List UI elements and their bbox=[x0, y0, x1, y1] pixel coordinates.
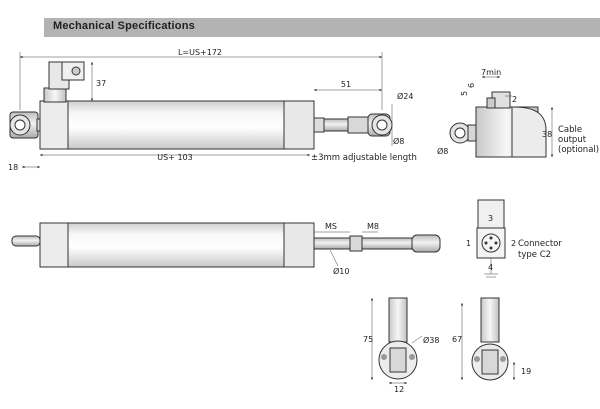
dim-connector-height: 37 bbox=[96, 79, 106, 88]
dim-6: 6 bbox=[467, 83, 476, 88]
connector-label-1: Connector bbox=[518, 239, 562, 249]
section-header: Mechanical Specifications bbox=[44, 18, 600, 37]
thread-m8: M8 bbox=[367, 222, 379, 231]
dim-eye-diameter: Ø8 bbox=[393, 136, 404, 146]
right-rod-eye bbox=[367, 113, 393, 137]
end-view-a: 75 Ø38 12 bbox=[363, 297, 439, 394]
rod bbox=[323, 118, 351, 132]
pin-3: 3 bbox=[488, 214, 493, 223]
side-eye-diameter: Ø8 bbox=[437, 146, 448, 156]
bottom-housing bbox=[39, 222, 315, 268]
cable-note-1: Cable bbox=[558, 125, 582, 135]
dim-38: 38 bbox=[542, 130, 552, 139]
cable-note-2: output bbox=[558, 135, 587, 145]
rod-diameter: Ø10 bbox=[333, 266, 349, 276]
dim-rod-end-diameter: Ø24 bbox=[397, 91, 413, 101]
bottom-rod bbox=[313, 237, 353, 250]
end-cap-left bbox=[39, 100, 69, 150]
pin-2: 2 bbox=[511, 239, 516, 248]
top-connector bbox=[43, 61, 85, 103]
connector-label-2: type C2 bbox=[518, 250, 551, 260]
end-b-width: 19 bbox=[521, 367, 531, 376]
dim-2: 2 bbox=[512, 95, 517, 104]
end-a-width: 12 bbox=[394, 385, 404, 394]
dim-5: 5 bbox=[460, 91, 469, 96]
dim-body-length: US+ 103 bbox=[157, 153, 192, 162]
sensor-housing bbox=[39, 100, 315, 150]
pin-1: 1 bbox=[466, 239, 471, 248]
pin-4: 4 bbox=[488, 263, 493, 272]
dim-7min: 7min bbox=[481, 68, 501, 77]
end-a-height: 75 bbox=[363, 335, 373, 344]
end-b-height: 67 bbox=[452, 335, 462, 344]
connector-c2: 3 1 2 4 Connector type C2 bbox=[466, 199, 562, 278]
dim-overall-length: L=US+172 bbox=[178, 48, 222, 57]
dim-adjustable: ±3mm adjustable length bbox=[311, 153, 417, 163]
end-view-b: 67 19 bbox=[452, 297, 531, 381]
end-cap-right bbox=[283, 100, 315, 150]
cable-note-3: (optional) bbox=[558, 145, 599, 155]
dim-left-offset: 18 bbox=[8, 163, 18, 172]
top-view: L=US+172 37 51 Ø24 Ø8 US+ 103 ±3mm adjus… bbox=[8, 48, 417, 172]
section-title: Mechanical Specifications bbox=[53, 20, 195, 32]
bottom-view: MS M8 Ø10 bbox=[11, 222, 441, 276]
dim-rod-end-length: 51 bbox=[341, 80, 351, 89]
end-a-diameter: Ø38 bbox=[423, 335, 439, 345]
side-view: 7min 5 6 2 38 Cable output (optional) Ø8 bbox=[437, 68, 599, 158]
adjust-nut bbox=[347, 116, 371, 134]
thread-ms: MS bbox=[325, 222, 337, 231]
